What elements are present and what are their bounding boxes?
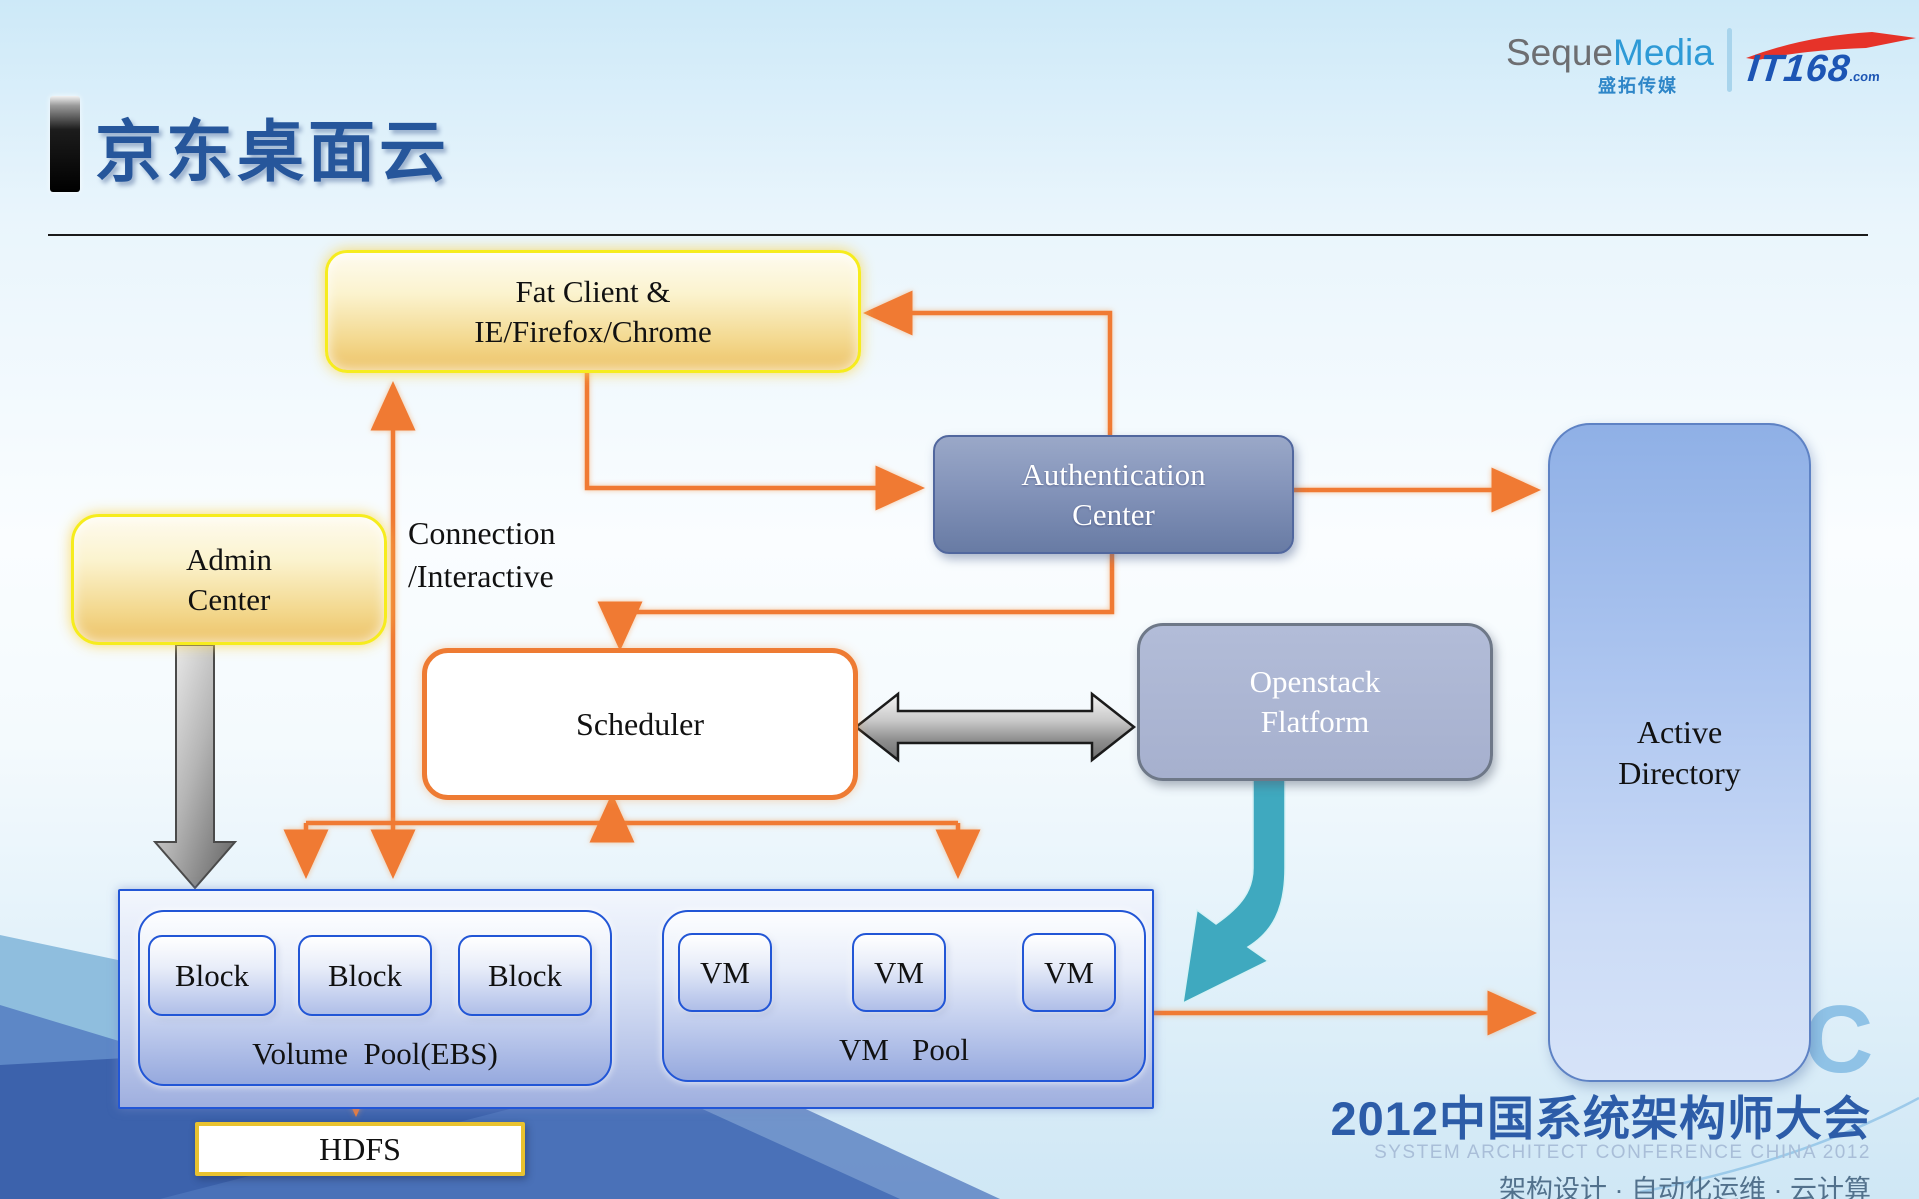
it168-logo: IT168.com bbox=[1746, 48, 1883, 91]
logo-divider bbox=[1727, 28, 1732, 92]
vm-cell: VM bbox=[852, 933, 946, 1012]
conference-title: 2012中国系统架构师大会 bbox=[1330, 1092, 1871, 1145]
sequemedia-cn-label: 盛拓传媒 bbox=[1598, 76, 1678, 96]
vm-pool-label: VM Pool bbox=[838, 1032, 970, 1068]
conference-subtitle: SYSTEM ARCHITECT CONFERENCE CHINA 2012 bbox=[1374, 1142, 1871, 1163]
block-cell: Block bbox=[148, 935, 276, 1016]
vm-cell: VM bbox=[1022, 933, 1116, 1012]
block-cell: Block bbox=[458, 935, 592, 1016]
authentication-center-node: Authentication Center bbox=[933, 435, 1294, 554]
it168-dotcom: .com bbox=[1848, 69, 1881, 84]
vm-cell: VM bbox=[678, 933, 772, 1012]
fat-client-node: Fat Client & IE/Firefox/Chrome bbox=[325, 250, 861, 373]
page-title: 京东桌面云 bbox=[95, 115, 450, 190]
it168-swoosh-icon bbox=[1746, 32, 1916, 60]
arrow-auth-to-fatclient bbox=[863, 290, 1113, 435]
block-cell: Block bbox=[298, 935, 432, 1016]
openstack-platform-node: Openstack Flatform bbox=[1137, 623, 1493, 781]
scheduler-node: Scheduler bbox=[422, 648, 858, 800]
sequemedia-logo: SequeMedia bbox=[1506, 32, 1714, 74]
hdfs-node: HDFS bbox=[195, 1122, 525, 1176]
admin-center-node: Admin Center bbox=[71, 514, 387, 645]
title-accent-bar bbox=[50, 96, 80, 192]
double-arrow-scheduler-openstack bbox=[853, 691, 1137, 763]
sequemedia-logo-blue: Media bbox=[1613, 32, 1714, 73]
conference-tagline: 架构设计 · 自动化运维 · 云计算 bbox=[1499, 1175, 1871, 1199]
arrow-fatclient-to-auth bbox=[584, 367, 925, 511]
volume-pool-label: Volume Pool(EBS) bbox=[252, 1036, 498, 1072]
title-divider bbox=[48, 234, 1868, 236]
active-directory-node: Active Directory bbox=[1548, 423, 1811, 1082]
sacc-watermark-letter: C bbox=[1804, 986, 1874, 1093]
watermark-swoosh bbox=[1639, 1096, 1919, 1194]
arrow-auth-to-scheduler bbox=[597, 550, 1115, 651]
connection-interactive-label: Connection /Interactive bbox=[408, 515, 556, 595]
arrow-admin-to-pool bbox=[152, 644, 238, 890]
arrow-openstack-to-vmpool bbox=[1182, 774, 1286, 1005]
sequemedia-logo-gray: Seque bbox=[1506, 32, 1613, 73]
it168-logo-text: IT168 bbox=[1745, 48, 1853, 90]
